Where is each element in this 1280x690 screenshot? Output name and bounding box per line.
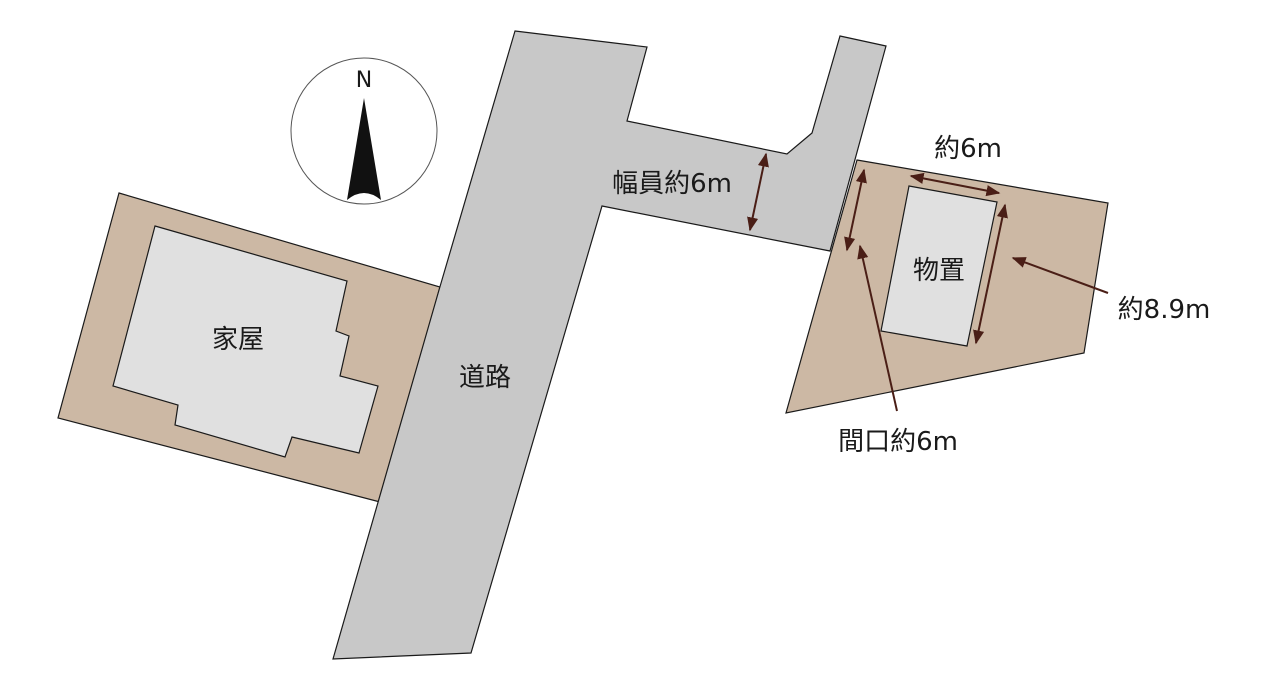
storage-width-label: 約6m xyxy=(934,134,1002,164)
north-arrow-icon xyxy=(347,98,381,200)
storage-depth-arrow xyxy=(973,203,1008,345)
storage-label: 物置 xyxy=(913,256,965,286)
storage-width-arrow xyxy=(909,172,1001,197)
compass: N xyxy=(290,57,438,205)
frontage-leader xyxy=(857,244,898,412)
house-label: 家屋 xyxy=(212,325,264,355)
storage-depth-label: 約8.9m xyxy=(1118,295,1211,325)
frontage-label: 間口約6m xyxy=(838,427,958,457)
frontage-arrow xyxy=(844,168,867,252)
storage-building xyxy=(880,185,998,347)
road-width-arrow xyxy=(747,152,769,232)
house-building xyxy=(112,225,379,458)
compass-north-label: N xyxy=(356,68,372,93)
road-label: 道路 xyxy=(459,363,511,393)
storage-depth-leader xyxy=(1011,257,1109,294)
road-width-label: 幅員約6m xyxy=(612,169,732,199)
